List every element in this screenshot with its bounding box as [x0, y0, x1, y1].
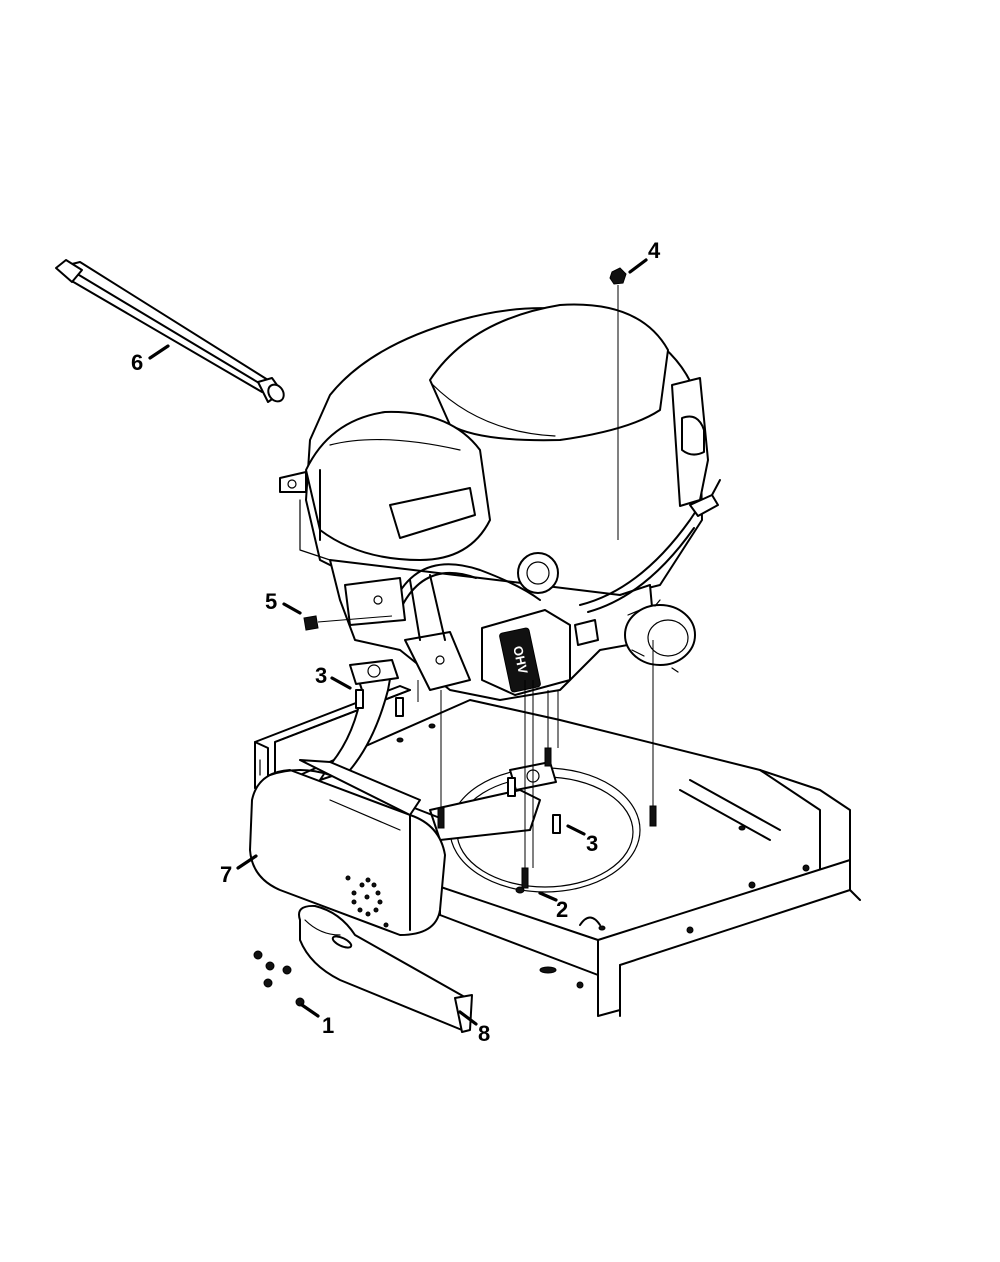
svg-text:2: 2	[556, 897, 568, 922]
callout-8: 8	[458, 1010, 490, 1046]
stud	[649, 805, 657, 827]
stud	[544, 747, 552, 767]
tube	[55, 259, 285, 403]
callout-2: 2	[538, 891, 568, 922]
clip	[303, 615, 393, 631]
bolt	[355, 689, 364, 709]
stud	[521, 867, 529, 889]
bolt	[395, 697, 404, 717]
svg-text:1: 1	[322, 1013, 334, 1038]
callout-5: 5	[265, 589, 302, 615]
bolt	[552, 814, 561, 834]
callout-3b: 3	[566, 824, 598, 856]
screws	[253, 950, 305, 1007]
deflector	[298, 904, 473, 1033]
nut	[609, 267, 627, 540]
engine: OHV	[279, 303, 721, 701]
bolt	[507, 777, 516, 797]
callout-6: 6	[131, 344, 170, 375]
bolts	[355, 680, 561, 834]
callout-7: 7	[220, 854, 258, 887]
svg-text:4: 4	[648, 238, 661, 263]
callout-4: 4	[628, 238, 661, 274]
studs	[437, 640, 657, 889]
callouts: 1 2 3 3 4 5 6 7	[131, 238, 661, 1046]
screw	[282, 965, 292, 975]
muffler-outlet-holes	[351, 877, 383, 917]
svg-text:7: 7	[220, 862, 232, 887]
svg-text:3: 3	[586, 831, 598, 856]
screw	[265, 961, 275, 971]
stud	[437, 807, 445, 829]
callout-3a: 3	[315, 663, 352, 690]
svg-text:3: 3	[315, 663, 327, 688]
exhaust-pipe	[319, 659, 557, 841]
ohv-badge: OHV	[510, 645, 531, 676]
screw	[253, 950, 263, 960]
svg-text:6: 6	[131, 350, 143, 375]
svg-text:5: 5	[265, 589, 277, 614]
muffler	[249, 759, 446, 936]
callout-1: 1	[300, 1003, 334, 1038]
screw	[263, 978, 273, 988]
svg-text:8: 8	[478, 1021, 490, 1046]
